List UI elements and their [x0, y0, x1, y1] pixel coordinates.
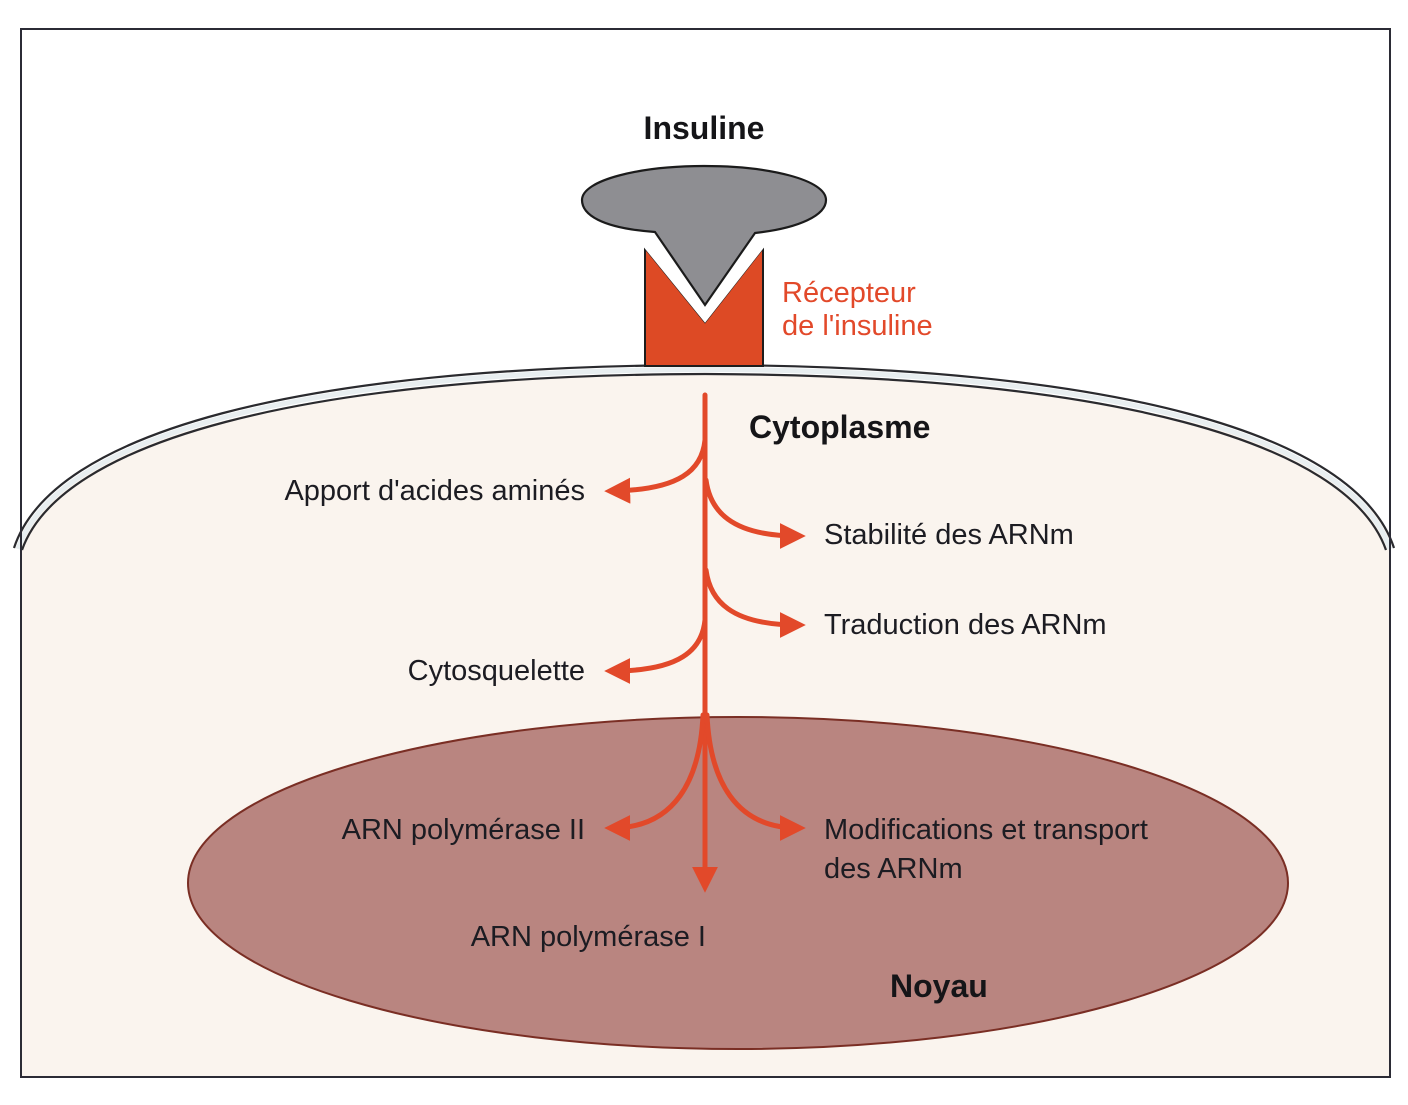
- mrna-modification-label-line2: des ARNm: [824, 853, 963, 885]
- insulin-molecule: [580, 164, 828, 307]
- signal-pathway: [604, 392, 806, 893]
- nucleus: [187, 716, 1289, 1050]
- mrna-stability-label: Stabilité des ARNm: [824, 519, 1074, 551]
- mrna-modification-label-line1: Modifications et transport: [824, 814, 1148, 846]
- receptor-label-line1: Récepteur: [782, 277, 916, 309]
- nucleus-label: Noyau: [890, 968, 988, 1004]
- receptor-label-line2: de l'insuline: [782, 310, 933, 342]
- arrow-cytoskeleton: [604, 617, 708, 684]
- cytoplasm-label: Cytoplasme: [749, 409, 930, 445]
- cytoskeleton-label: Cytosquelette: [408, 655, 585, 687]
- arrow-amino-acids: [604, 437, 708, 504]
- rna-polymerase-ii-label: ARN polymérase II: [342, 814, 585, 846]
- mrna-translation-label: Traduction des ARNm: [824, 609, 1107, 641]
- arrow-mrna-transport: [704, 712, 806, 841]
- amino-acid-uptake-label: Apport d'acides aminés: [284, 475, 585, 507]
- arrow-mrna-translation: [703, 567, 806, 638]
- rna-polymerase-i-label: ARN polymérase I: [471, 921, 706, 953]
- arrow-mrna-stability: [703, 477, 806, 549]
- insulin-label: Insuline: [644, 110, 765, 146]
- arrow-rna-pol-ii: [604, 712, 706, 841]
